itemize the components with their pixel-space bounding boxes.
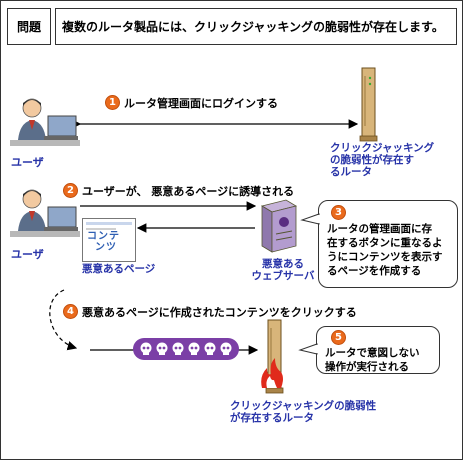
step-2-badge: 2 xyxy=(63,183,78,198)
malicious-page-icon: コンテ ンツ xyxy=(82,218,136,262)
step-1-badge: 1 xyxy=(105,95,120,110)
skull-icon xyxy=(140,342,152,355)
step-3-line-3: うにコンテンツを表示す xyxy=(327,251,443,263)
step-3-callout-tail xyxy=(300,213,320,225)
step-3-line-2: 在するボタンに重なるよ xyxy=(327,237,443,249)
step-1-text: ルータ管理画面にログインする xyxy=(124,97,278,110)
step-4-text: 悪意あるページに作成されたコンテンツをクリックする xyxy=(82,306,357,319)
problem-label: 問題 xyxy=(7,8,51,45)
router-icon xyxy=(261,319,284,394)
skull-icon xyxy=(188,342,200,355)
flame-icon xyxy=(261,358,283,388)
step-5-callout-tail xyxy=(298,343,318,355)
user-at-computer-icon xyxy=(10,189,80,237)
step-3-line-4: るページを作成する xyxy=(327,265,422,277)
step-3-callout: 3 ルータの管理画面に存 在するボタンに重なるよ うにコンテンツを表示す るペー… xyxy=(318,200,458,288)
skull-bar xyxy=(133,338,239,360)
user-1-label: ユーザ xyxy=(11,156,44,169)
step-3-line-1: ルータの管理画面に存 xyxy=(327,223,432,235)
arrow-click-dashed xyxy=(49,289,78,351)
router-icon xyxy=(359,67,378,142)
user-2-label: ユーザ xyxy=(11,248,44,261)
step-2-text: ユーザーが、 悪意あるページに誘導される xyxy=(82,185,295,198)
web-server-label: 悪意ある ウェブサーバ xyxy=(251,258,315,282)
step-4-badge: 4 xyxy=(63,304,78,319)
user-at-computer-icon xyxy=(10,98,80,146)
content-text: コンテ ンツ xyxy=(87,231,120,253)
skull-icon xyxy=(156,342,168,355)
step-5-callout: 5 ルータで意図しない 操作が実行される xyxy=(316,326,440,374)
skull-icon xyxy=(204,342,216,355)
malicious-page-label: 悪意あるページ xyxy=(82,263,156,275)
step-5-line-1: ルータで意図しない xyxy=(325,347,420,359)
skull-icon xyxy=(172,342,184,355)
step-5-line-2: 操作が実行される xyxy=(325,361,409,373)
step-5-badge: 5 xyxy=(331,330,346,345)
router-bottom-label: クリックジャッキングの脆弱性 が存在するルータ xyxy=(230,400,377,424)
web-server-icon xyxy=(260,199,298,253)
step-3-badge: 3 xyxy=(331,205,346,220)
skull-icon xyxy=(220,342,232,355)
router-top-label: クリックジャッキング の脆弱性が存在す るルータ xyxy=(330,142,435,178)
problem-title: 複数のルータ製品には、クリックジャッキングの脆弱性が存在します。 xyxy=(55,8,457,45)
